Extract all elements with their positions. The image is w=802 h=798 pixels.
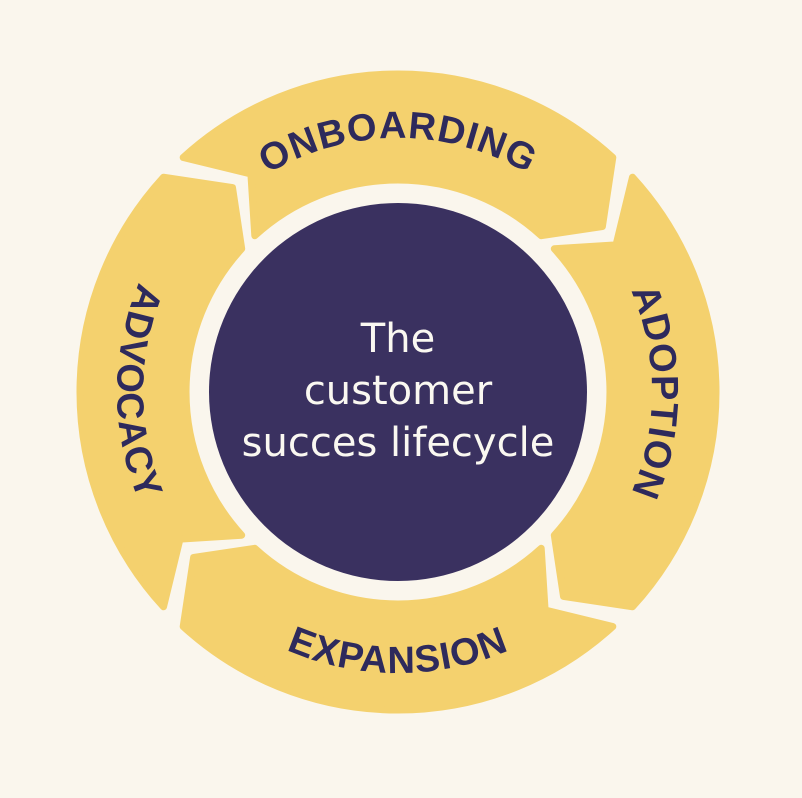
ring-segment-advocacy [76,173,246,611]
ring-segment-expansion [179,544,617,714]
ring-segment-onboarding [179,70,617,240]
center-circle [209,203,587,581]
ring-segment-adoption [550,173,720,611]
center-title-line-2: customer [304,368,493,414]
center-title-line-1: The [360,316,435,362]
center-title-line-3: succes lifecycle [242,420,555,466]
